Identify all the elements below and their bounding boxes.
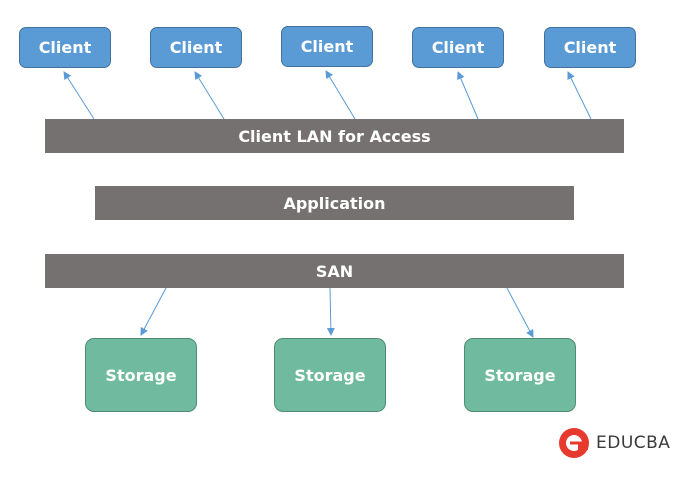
san-label: SAN <box>315 261 354 281</box>
application-label: Application <box>283 193 386 213</box>
storage-label: Storage <box>484 365 556 385</box>
logo-text: EDUCBA <box>596 433 671 453</box>
client-node: Client <box>412 27 504 68</box>
client-label: Client <box>563 38 617 57</box>
client-node: Client <box>150 27 242 68</box>
storage-node: Storage <box>464 338 576 412</box>
educba-logo-icon <box>559 428 589 458</box>
client-label: Client <box>38 38 92 57</box>
storage-label: Storage <box>105 365 177 385</box>
client-node: Client <box>544 27 636 68</box>
arrow-lan-to-client-5 <box>567 71 592 120</box>
arrow-lan-to-client-3 <box>325 70 356 120</box>
client-label: Client <box>300 37 354 56</box>
san-bar: SAN <box>45 254 624 288</box>
arrow-san-to-storage-1 <box>140 287 167 336</box>
arrow-lan-to-client-1 <box>63 71 95 120</box>
client-label: Client <box>169 38 223 57</box>
client-lan-bar: Client LAN for Access <box>45 119 624 153</box>
arrow-lan-to-client-4 <box>457 71 479 120</box>
arrow-lan-to-client-2 <box>194 71 225 120</box>
arrow-san-to-storage-2 <box>326 287 335 336</box>
client-lan-label: Client LAN for Access <box>238 126 431 146</box>
client-label: Client <box>431 38 485 57</box>
arrow-san-to-storage-3 <box>506 287 534 338</box>
storage-label: Storage <box>294 365 366 385</box>
client-node: Client <box>281 26 373 67</box>
educba-logo: EDUCBA <box>558 426 670 460</box>
storage-node: Storage <box>274 338 386 412</box>
storage-node: Storage <box>85 338 197 412</box>
client-node: Client <box>19 27 111 68</box>
application-bar: Application <box>95 186 574 220</box>
